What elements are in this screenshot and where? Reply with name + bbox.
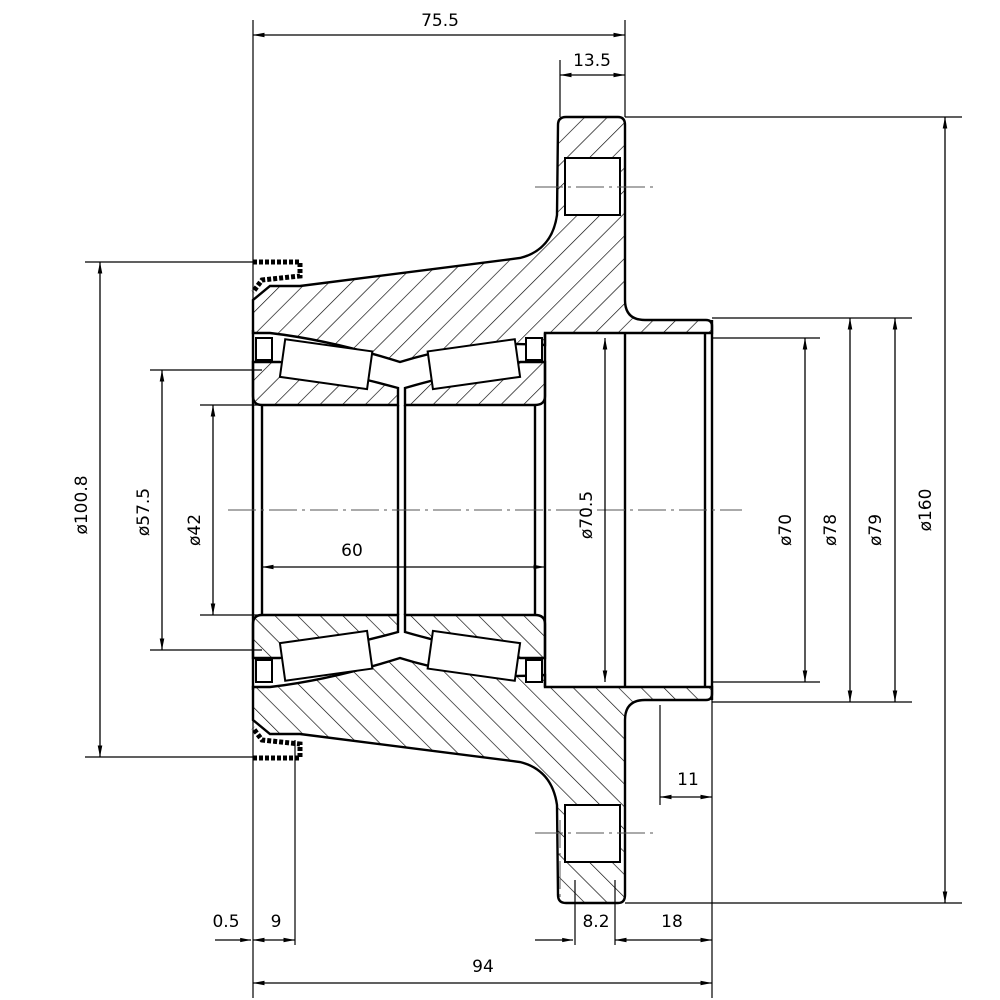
- dust-seal: [251, 259, 303, 294]
- dim-13-5: 13.5: [573, 51, 611, 71]
- dim-60: 60: [341, 541, 363, 561]
- dim-0-5: 0.5: [212, 912, 239, 932]
- dim-94: 94: [472, 957, 494, 977]
- tapered-roller: [278, 338, 374, 391]
- dimension-lines: [97, 32, 948, 986]
- dim-160: ø160: [916, 489, 936, 532]
- dim-42: ø42: [185, 514, 205, 546]
- dim-9: 9: [271, 912, 282, 932]
- dim-18: 18: [661, 912, 683, 932]
- hub-section-upper: [251, 115, 714, 407]
- dim-78: ø78: [821, 514, 841, 546]
- dim-57-5: ø57.5: [134, 488, 154, 536]
- seal-ring: [255, 337, 273, 361]
- tapered-roller: [426, 338, 522, 391]
- dim-79: ø79: [866, 514, 886, 546]
- hub-body: [251, 115, 714, 364]
- dimension-labels: 75.5 13.5 ø160 ø79 ø78 ø70 ø70.5 ø100.8 …: [72, 11, 936, 977]
- extension-lines: [85, 20, 962, 998]
- dim-100-8: ø100.8: [72, 475, 92, 534]
- seal-ring: [525, 337, 543, 361]
- dim-8-2: 8.2: [582, 912, 609, 932]
- dim-70-5: ø70.5: [577, 491, 597, 539]
- dim-70: ø70: [776, 514, 796, 546]
- dim-11: 11: [677, 770, 699, 790]
- dim-75-5: 75.5: [421, 11, 459, 31]
